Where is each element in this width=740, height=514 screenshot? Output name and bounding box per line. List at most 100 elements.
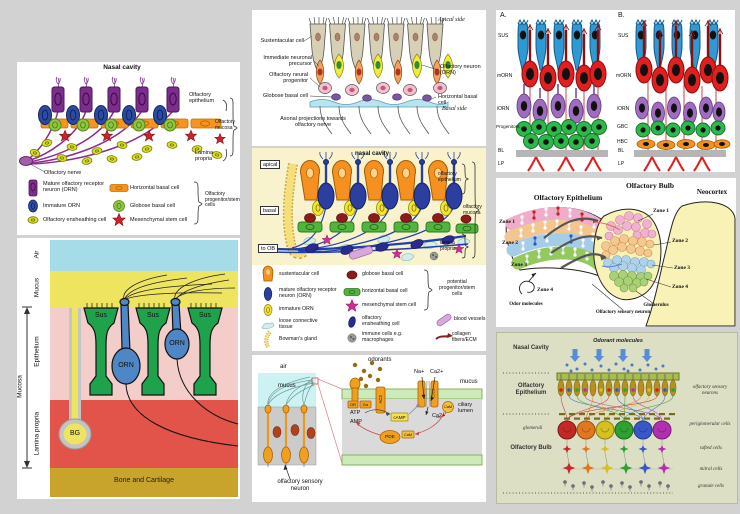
mr-zone2-right: Zone 2 (672, 238, 689, 244)
cam-box2 (401, 430, 415, 439)
immune-cell (429, 251, 439, 261)
mc-legend2-immune: immune cells e.g. macrophages (362, 331, 403, 343)
ciliary-membrane-bottom (341, 454, 483, 466)
mc-legend1-sustentacular: sustentacular cell (279, 271, 320, 277)
odorant-dots (565, 362, 665, 373)
sustentacular-cells (300, 159, 448, 201)
bowmans-gland (282, 163, 308, 260)
tr-a-bl: BL (498, 148, 505, 154)
tr-b-morn: mORN (616, 73, 632, 79)
mc-apical-box: apical (260, 160, 281, 169)
panel-epithelium-cross-section: Air Mucus Epithelium Lamina propria Muco… (17, 238, 240, 499)
mitral-cells-row (561, 452, 673, 475)
mr-zone4-left: Zone 4 (537, 287, 554, 293)
bowmans-gland (58, 308, 92, 450)
tl-mucosa-label: Olfactory mucosa (215, 119, 236, 131)
mr-epithelium-title: Olfactory Epithelium (533, 193, 603, 202)
granule-cells-row (563, 480, 670, 492)
tc-gbc-label: Globose basal cell (263, 93, 308, 99)
mucosa-bracket (222, 97, 238, 162)
bc-ca-label: Ca2+ (430, 369, 444, 375)
orn-cells (111, 297, 190, 385)
olfactory-neurons (334, 53, 453, 79)
tr-b-sus: SUS (618, 33, 629, 39)
tl-epithelium-label: Olfactory epithelium (189, 92, 215, 105)
br-granule-label: granule cells (698, 484, 724, 489)
immune-cells-icon (347, 333, 357, 343)
mr-osn-label: Olfactory sensory neuron (595, 310, 651, 315)
globose-basal-cells (304, 213, 472, 224)
mc-to-ob-box: to OB (258, 244, 279, 253)
br-olf-bulb-label: Olfactory Bulb (510, 445, 552, 451)
tl-legend-label-mature-orn: Mature olfactory receptor neuron (ORN) (43, 181, 105, 194)
ac3-enzyme (375, 386, 386, 414)
tr-a-morn: mORN (497, 73, 513, 79)
mr-bulb-title: Olfactory Bulb (625, 181, 675, 190)
mc-legend3-collagen: collagen fibers/ECM (452, 331, 477, 343)
bl-art (22, 240, 239, 497)
tr-b-gbc: GBC (617, 124, 628, 130)
br-art (503, 349, 680, 494)
mc-legend2-ensheathing: olfactory ensheathing cell (362, 315, 400, 327)
mc-legend1-immature-orn: immature ORN (279, 306, 314, 312)
tl-legend-label-hbc: Horizontal basal cell (130, 185, 180, 191)
osn-row (557, 374, 677, 422)
bl-sus-label-2: Sus (146, 312, 160, 319)
globose-basal-cell-icon (113, 200, 125, 212)
mc-lamina-label: lamina propria (440, 240, 456, 252)
bc-or-label: OR (350, 401, 356, 407)
sustentacular-cell-icon (262, 265, 274, 282)
tc-art (303, 16, 453, 135)
sus-microvilli (86, 303, 217, 308)
bc-g-label: Gα (362, 401, 369, 407)
tr-a-iorn: iORN (497, 106, 510, 112)
tc-orn-label: Olfactory neuron (ORN) (440, 64, 481, 77)
bc-art (257, 360, 483, 480)
br-tufted-label: tufted cells (700, 446, 722, 451)
bl-lamina-label: Lamina propria (33, 411, 41, 456)
mature-orns (317, 151, 463, 210)
mr-zone3-left: Zone 3 (511, 262, 528, 268)
cascade-arrows (355, 403, 447, 436)
axonal-projections (319, 105, 450, 135)
mc-legend3-blood-vessels: blood vessels (454, 316, 486, 322)
mature-orn-icon (28, 179, 38, 197)
mr-glomerulus-label: Glomerulus (643, 303, 669, 308)
bc-mucus-right-label: mucus (460, 379, 478, 385)
glomeruli-row (557, 420, 672, 440)
osn-nuclei (559, 388, 675, 392)
bc-ca-in-label: Ca2+ (432, 413, 446, 419)
bc-ciliary-label: ciliary lumen (458, 402, 473, 415)
tufted-cells-row (562, 439, 667, 454)
horizontal-basal-cell-icon (343, 288, 361, 296)
bl-orn-label-2: ORN (169, 340, 185, 347)
br-periglomerular-label: periglomerular cells (689, 422, 731, 427)
b-lp-fibers (643, 156, 711, 172)
immature-orn-icon (28, 199, 38, 213)
mc-mucosa-label: olfactory mucosa (463, 204, 482, 216)
tl-legend-label-immature-orn: Immature ORN (43, 203, 80, 209)
mc-epithelium-label: olfactory epithelium (438, 171, 461, 183)
br-glomeruli-label: glomeruli (523, 426, 543, 431)
globose-basal-cells (331, 93, 432, 102)
mc-legend1-mature-orn: mature olfactory receptor neuron (ORN) (279, 287, 337, 299)
legend-bracket (423, 269, 433, 311)
b-gbc-cells (635, 120, 726, 138)
camp-box (390, 412, 409, 422)
mr-odor-label: Odor molecules (509, 302, 543, 307)
panel-odorant-signaling: air mucus odorants Na+ Ca2+ mucus ciliar… (252, 355, 486, 502)
immature-orn-icon (263, 304, 273, 316)
tc-basal-label: Basal side (442, 106, 467, 112)
odor-spiral (519, 272, 537, 295)
olfactory-nerve-bundle (19, 156, 46, 173)
orn-cell-row (38, 76, 180, 132)
label-pointer-lines (303, 35, 439, 100)
olfactory-neural-progenitors (318, 82, 447, 96)
tc-inp-label: Immediate neuronal precursor (263, 55, 312, 68)
bulb-glomeruli-zone3 (603, 255, 656, 275)
mature-orn-icon (263, 287, 273, 301)
tl-title: Nasal cavity (103, 64, 141, 71)
mr-zone3-right: Zone 3 (674, 265, 691, 271)
br-mitral-label: mitral cells (699, 467, 723, 472)
legend-bracket (193, 181, 203, 225)
